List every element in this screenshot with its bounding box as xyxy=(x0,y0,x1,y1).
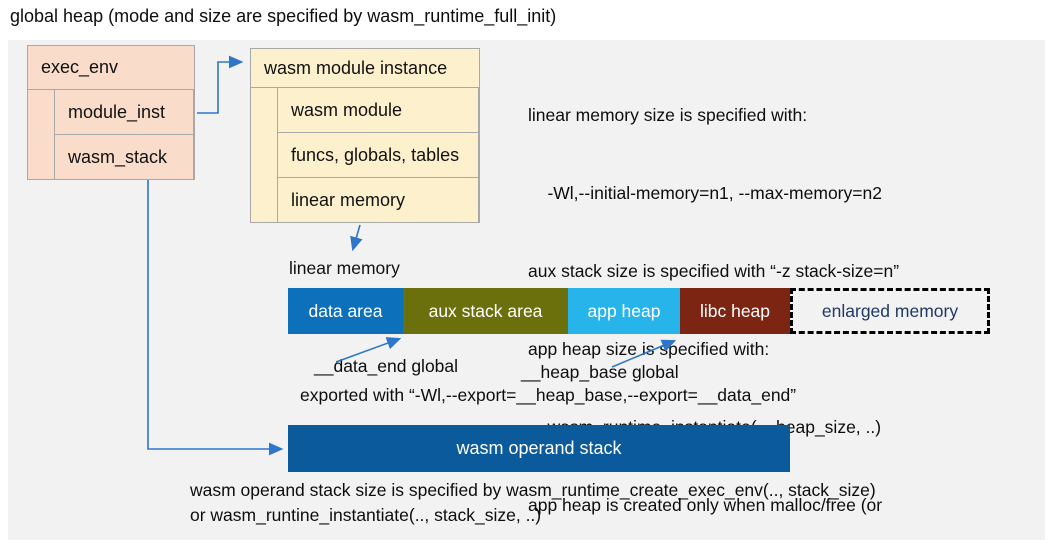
segment-libc-heap: libc heap xyxy=(680,288,790,334)
note-line: linear memory size is specified with: xyxy=(528,105,808,125)
linear-memory-caption: linear memory xyxy=(289,258,400,278)
note-line: aux stack size is specified with “-z sta… xyxy=(528,261,900,281)
linear-memory-bar: data area aux stack area app heap libc h… xyxy=(288,288,990,334)
heap-base-global-label: __heap_base global xyxy=(521,362,679,382)
segment-enlarged-memory: enlarged memory xyxy=(790,288,990,334)
segment-aux-stack-area: aux stack area xyxy=(403,288,568,334)
module-instance-field-wasm-module: wasm module xyxy=(277,88,479,133)
module-instance-box: wasm module instance wasm module funcs, … xyxy=(250,48,480,223)
module-instance-field-linear-memory: linear memory xyxy=(277,178,479,223)
note-line: wasm operand stack size is specified by … xyxy=(190,480,876,500)
exec-env-field-module-inst: module_inst xyxy=(54,90,194,135)
module-instance-field-funcs-globals-tables: funcs, globals, tables xyxy=(277,133,479,178)
wasm-operand-stack-box: wasm operand stack xyxy=(288,425,790,472)
segment-data-area: data area xyxy=(288,288,403,334)
operand-stack-notes: wasm operand stack size is specified by … xyxy=(190,478,876,528)
exec-env-title: exec_env xyxy=(28,46,194,90)
segment-app-heap: app heap xyxy=(568,288,680,334)
diagram-title: global heap (mode and size are specified… xyxy=(10,6,557,26)
note-line: or wasm_runtine_instantiate(.., stack_si… xyxy=(190,505,542,525)
exported-with-label: exported with “-Wl,--export=__heap_base,… xyxy=(300,385,797,405)
exec-env-field-wasm-stack: wasm_stack xyxy=(54,135,194,180)
module-instance-title: wasm module instance xyxy=(251,49,479,88)
note-line: app heap size is specified with: xyxy=(528,339,770,359)
exec-env-box: exec_env module_inst wasm_stack xyxy=(27,45,195,180)
note-line: app heap is created only when malloc/fre… xyxy=(528,495,883,515)
note-line: -Wl,--initial-memory=n1, --max-memory=n2 xyxy=(528,183,882,203)
data-end-global-label: __data_end global xyxy=(314,356,459,376)
